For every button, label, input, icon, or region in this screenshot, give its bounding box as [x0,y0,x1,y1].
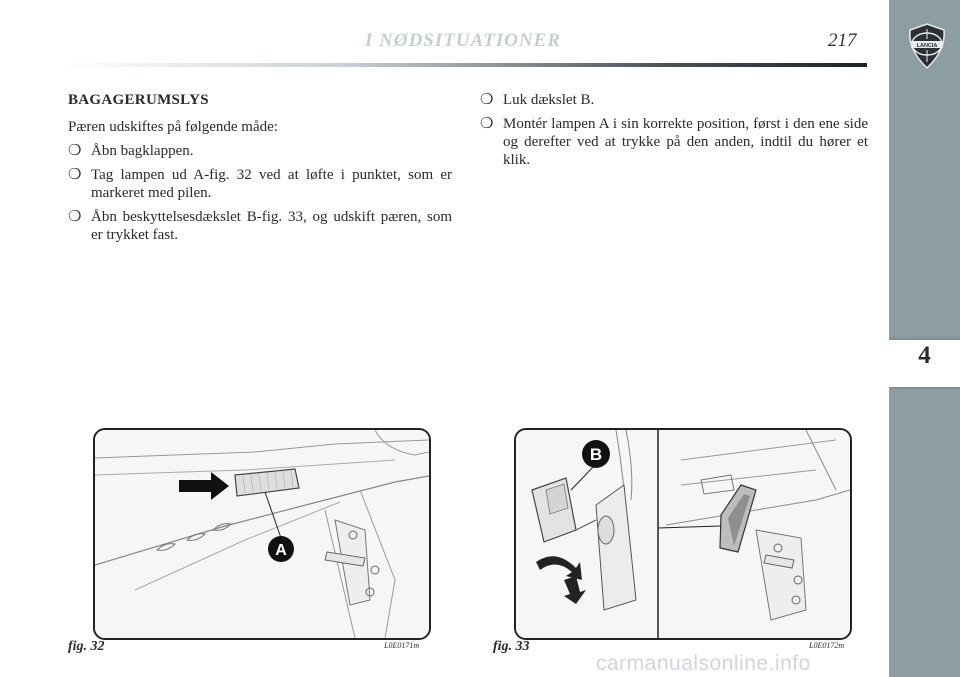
figure-32-code: L0E0171m [384,641,420,650]
down-arrow-icon [564,576,586,604]
figure-33-caption: fig. 33 [493,639,530,654]
left-text-column: BAGAGERUMSLYS Pæren udskiftes på følgend… [68,91,452,250]
rotate-arrow-icon [536,556,582,580]
bullet-icon: ❍ [480,116,494,132]
section-heading: BAGAGERUMSLYS [68,92,209,108]
list-item-text: Tag lampen ud A-fig. 32 ved at løfte i p… [91,167,452,201]
figure-32-drawing: A [95,430,429,638]
label-b-text: B [590,445,602,464]
header-rule [65,63,867,67]
figure-32-caption: fig. 32 [68,639,105,654]
list-item-text: Åbn beskyttelsesdækslet B-fig. 33, og ud… [91,209,452,243]
label-b-badge [582,440,610,468]
list-item: ❍ Luk dækslet B. [480,91,868,109]
figure-32-illustration: A [93,428,431,640]
figure-33-illustration: B [514,428,852,640]
figure-33-drawing: B [516,430,850,638]
list-item: ❍ Åbn bagklappen. [68,142,452,160]
figure-33-code: L0E0172m [809,641,845,650]
intro-paragraph: Pæren udskiftes på følgende måde: [68,119,278,135]
list-item-text: Luk dækslet B. [503,92,595,108]
bullet-icon: ❍ [68,167,82,183]
section-title: I NØDSITUATIONER [365,30,562,51]
label-a-text: A [275,542,287,559]
bullet-icon: ❍ [68,143,82,159]
page-number: 217 [828,30,857,51]
lancia-logo-icon: LANCIA [909,23,945,70]
list-item: ❍ Åbn beskyttelsesdækslet B-fig. 33, og … [68,208,452,244]
label-a-badge [268,536,294,562]
list-item-text: Åbn bagklappen. [91,143,194,159]
bullet-icon: ❍ [480,92,494,108]
logo-lettering: LANCIA [917,43,938,49]
chapter-tab-box [889,338,960,389]
right-text-column: ❍ Luk dækslet B. ❍ Montér lampen A i sin… [480,91,868,175]
arrow-icon [179,472,229,500]
list-item: ❍ Tag lampen ud A-fig. 32 ved at løfte i… [68,166,452,202]
watermark-text: carmanualsonline.info [596,652,811,675]
chapter-number: 4 [918,342,931,369]
list-item: ❍ Montér lampen A i sin korrekte positio… [480,115,868,169]
list-item-text: Montér lampen A i sin korrekte position,… [503,116,868,168]
bullet-icon: ❍ [68,209,82,225]
